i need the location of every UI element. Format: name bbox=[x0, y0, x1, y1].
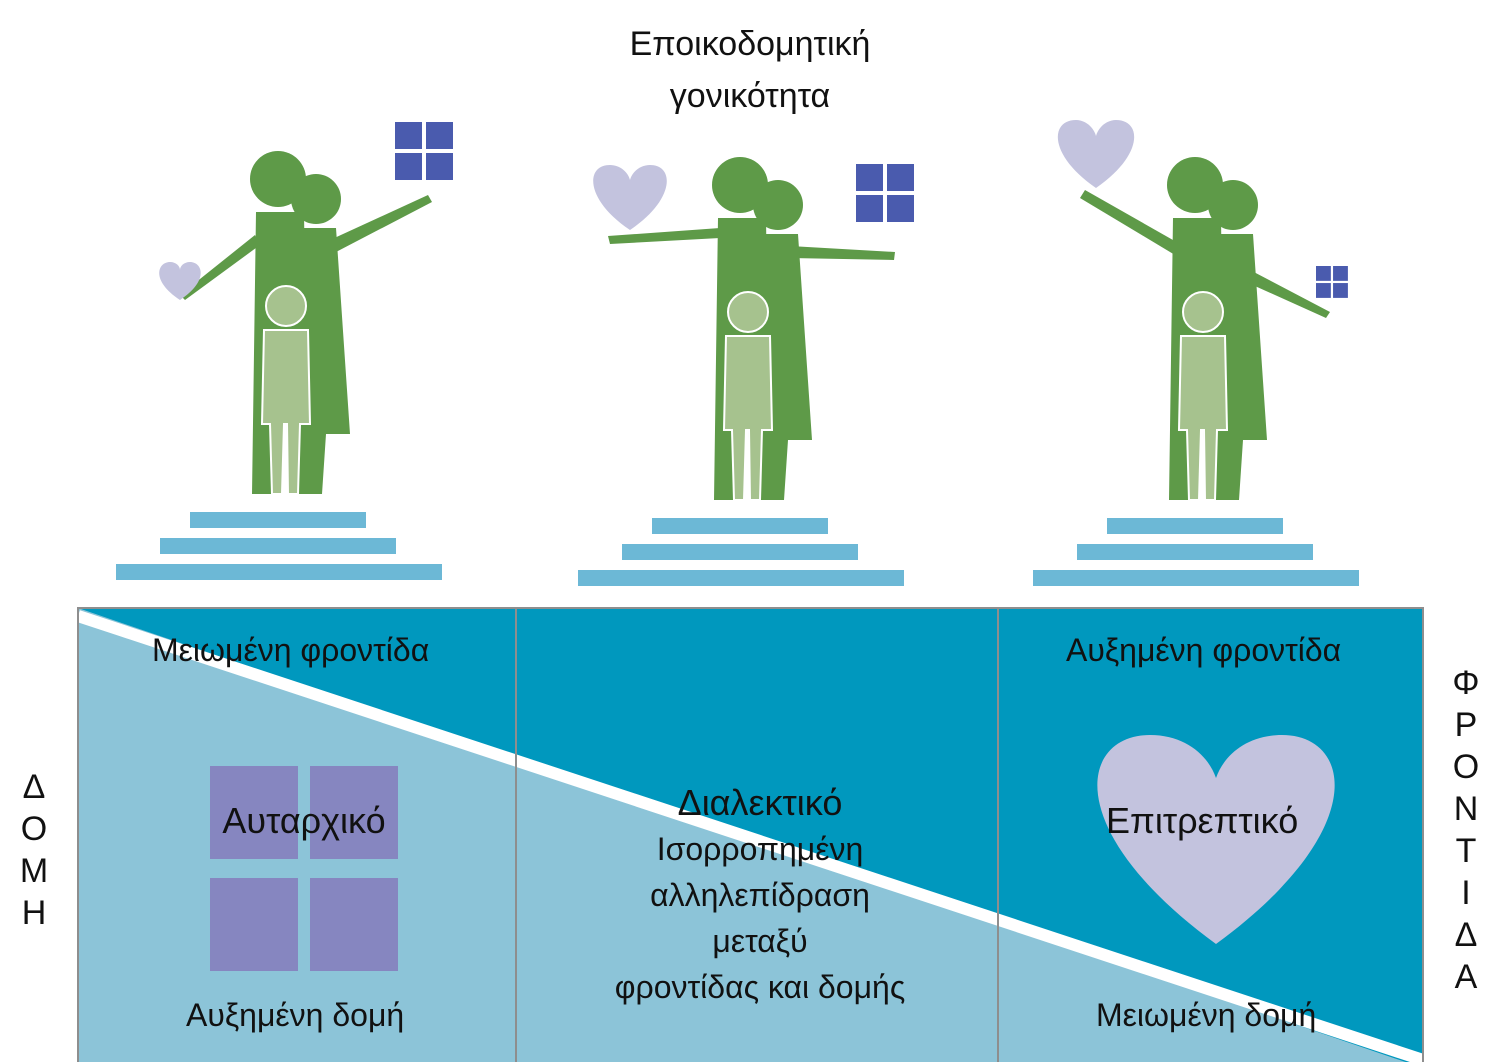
family-figure-icon bbox=[1032, 156, 1360, 587]
window-grid-icon bbox=[856, 164, 914, 222]
title-line-2: γονικότητα bbox=[669, 77, 831, 115]
dialectic-title: Διαλεκτικό bbox=[677, 782, 843, 823]
heart-icon bbox=[1057, 120, 1135, 188]
dialectic-line-3: μεταξύ bbox=[712, 923, 808, 959]
right-top-label: Αυξημένη φροντίδα bbox=[1066, 632, 1342, 668]
family-figure-icon bbox=[577, 156, 905, 587]
authoritarian-label: Αυταρχικό bbox=[222, 800, 386, 841]
care-axis-label: Φ Ρ Ο Ν Τ Ι Δ Α bbox=[1452, 664, 1480, 996]
diagram-title: Εποικοδομητική γονικότητα bbox=[540, 18, 960, 122]
window-grid-icon bbox=[210, 766, 398, 971]
family-figure-icon bbox=[115, 150, 443, 581]
family-illustrations bbox=[115, 120, 1360, 587]
structure-axis-label: Δ Ο Μ Η bbox=[19, 768, 49, 932]
title-line-1: Εποικοδομητική bbox=[629, 25, 871, 63]
right-bottom-label: Μειωμένη δομή bbox=[1096, 997, 1317, 1033]
permissive-label: Επιτρεπτικό bbox=[1106, 800, 1299, 841]
dialectic-line-1: Ισορροπημένη bbox=[656, 831, 864, 867]
window-grid-icon bbox=[1316, 266, 1348, 298]
heart-icon bbox=[593, 165, 667, 230]
dialectic-line-4: φροντίδας και δομής bbox=[614, 969, 906, 1005]
dialectic-line-2: αλληλεπίδραση bbox=[650, 877, 870, 913]
heart-icon bbox=[159, 262, 201, 300]
window-grid-icon bbox=[395, 122, 453, 180]
left-bottom-label: Αυξημένη δομή bbox=[186, 997, 405, 1033]
left-top-label: Μειωμένη φροντίδα bbox=[152, 632, 430, 668]
dialectic-block: Διαλεκτικό Ισορροπημένη αλληλεπίδραση με… bbox=[560, 780, 960, 1010]
